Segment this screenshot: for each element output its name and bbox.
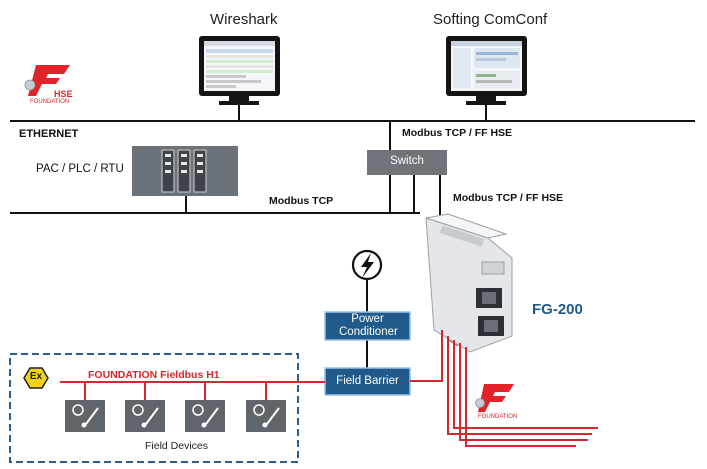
field-devices-label: Field Devices <box>145 440 209 452</box>
comconf-monitor <box>446 36 527 105</box>
field-device-2 <box>125 400 165 432</box>
field-device-1 <box>65 400 105 432</box>
modbus-ff-hse-top-label: Modbus TCP / FF HSE <box>402 127 513 139</box>
switch-label: Switch <box>390 155 424 167</box>
modbus-tcp-label: Modbus TCP <box>269 195 334 207</box>
foundation-logo-subtext: FOUNDATION <box>478 414 518 420</box>
wireshark-monitor <box>199 36 280 105</box>
switch-box <box>367 150 447 175</box>
field-device-3 <box>185 400 225 432</box>
field-device-4 <box>246 400 286 432</box>
modbus-ff-hse-right-label: Modbus TCP / FF HSE <box>453 192 564 204</box>
power-conditioner-label: Power Conditioner <box>339 313 398 338</box>
ex-label: Ex <box>29 371 43 382</box>
pac-plc-rtu-label: PAC / PLC / RTU <box>36 163 124 175</box>
hazardous-area-border <box>9 353 299 463</box>
ex-hazard-icon <box>23 367 49 389</box>
ethernet-label: ETHERNET <box>19 128 79 140</box>
foundation-logo <box>475 384 514 412</box>
wireshark-label: Wireshark <box>210 11 278 28</box>
fg200-gateway-device <box>425 213 513 353</box>
power-conditioner-box <box>324 311 411 341</box>
fg200-label: FG-200 <box>532 301 583 318</box>
comconf-label: Softing ComConf <box>433 11 548 28</box>
hse-logo <box>24 65 70 96</box>
lightning-power-icon <box>351 249 383 281</box>
fieldbus-h1-red-lines <box>60 330 598 447</box>
hse-logo-text: HSE <box>54 89 73 99</box>
ff-h1-label: FOUNDATION Fieldbus H1 <box>88 369 220 381</box>
field-barrier-label: Field Barrier <box>336 375 399 387</box>
pac-plc-rtu-device <box>132 146 238 196</box>
hse-logo-subtext: FOUNDATION <box>30 99 70 105</box>
